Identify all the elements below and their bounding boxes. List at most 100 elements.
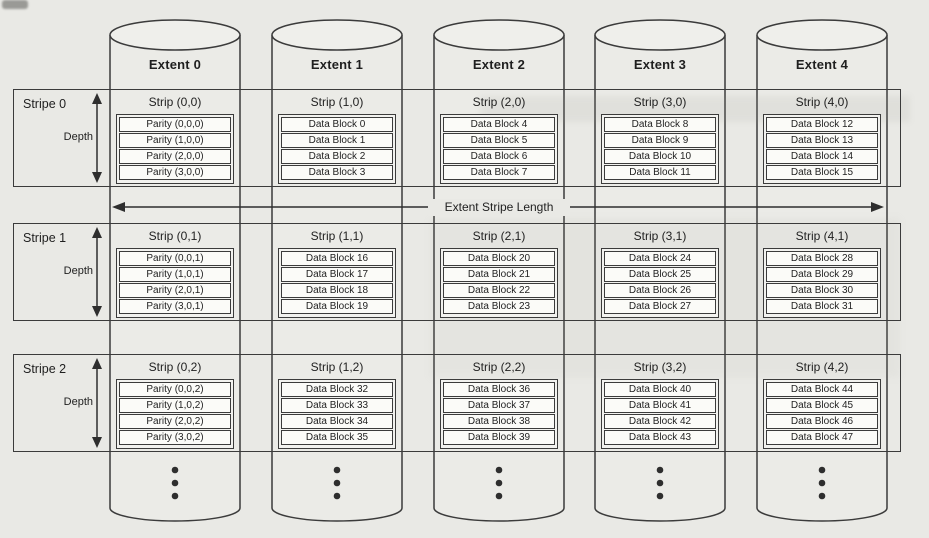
data-block: Data Block 20 — [443, 251, 555, 266]
data-block: Data Block 0 — [281, 117, 393, 132]
extent-label-0: Extent 0 — [148, 57, 202, 72]
data-block: Data Block 31 — [766, 299, 878, 314]
extent-label-2: Extent 2 — [472, 57, 526, 72]
depth-label: Depth — [63, 396, 93, 408]
strip-cell-3-0: Strip (3,0) Data Block 8 Data Block 9 Da… — [595, 89, 725, 184]
strip-title: Strip (1,2) — [310, 360, 364, 374]
depth-label: Depth — [63, 265, 93, 277]
data-block: Data Block 24 — [604, 251, 716, 266]
strip-cell-4-2: Strip (4,2) Data Block 44 Data Block 45 … — [757, 354, 887, 449]
strip-cell-3-2: Strip (3,2) Data Block 40 Data Block 41 … — [595, 354, 725, 449]
strip-title: Strip (3,0) — [633, 95, 687, 109]
data-block: Data Block 32 — [281, 382, 393, 397]
strip-title: Strip (2,1) — [472, 229, 526, 243]
strip-title: Strip (0,2) — [148, 360, 202, 374]
data-block: Data Block 11 — [604, 165, 716, 180]
data-block: Data Block 15 — [766, 165, 878, 180]
data-block: Data Block 23 — [443, 299, 555, 314]
data-block: Data Block 1 — [281, 133, 393, 148]
data-block: Data Block 43 — [604, 430, 716, 445]
block-box: Parity (0,0,1) Parity (1,0,1) Parity (2,… — [116, 248, 234, 318]
strip-cell-2-1: Strip (2,1) Data Block 20 Data Block 21 … — [434, 223, 564, 318]
data-block: Data Block 46 — [766, 414, 878, 429]
block-box: Data Block 44 Data Block 45 Data Block 4… — [763, 379, 881, 449]
data-block: Data Block 10 — [604, 149, 716, 164]
strip-cell-0-2: Strip (0,2) Parity (0,0,2) Parity (1,0,2… — [110, 354, 240, 449]
data-block: Data Block 34 — [281, 414, 393, 429]
block-box: Data Block 24 Data Block 25 Data Block 2… — [601, 248, 719, 318]
data-block: Data Block 42 — [604, 414, 716, 429]
strip-title: Strip (1,1) — [310, 229, 364, 243]
strip-title: Strip (3,2) — [633, 360, 687, 374]
data-block: Data Block 41 — [604, 398, 716, 413]
continuation-ellipsis — [171, 466, 826, 500]
data-block: Data Block 4 — [443, 117, 555, 132]
data-block: Data Block 5 — [443, 133, 555, 148]
depth-arrow-stripe0 — [92, 93, 102, 183]
data-block: Data Block 16 — [281, 251, 393, 266]
strip-title: Strip (2,2) — [472, 360, 526, 374]
data-block: Data Block 22 — [443, 283, 555, 298]
strip-cell-4-0: Strip (4,0) Data Block 12 Data Block 13 … — [757, 89, 887, 184]
data-block: Data Block 29 — [766, 267, 878, 282]
block-box: Data Block 4 Data Block 5 Data Block 6 D… — [440, 114, 558, 184]
block-box: Data Block 28 Data Block 29 Data Block 3… — [763, 248, 881, 318]
block-box: Data Block 20 Data Block 21 Data Block 2… — [440, 248, 558, 318]
data-block: Data Block 19 — [281, 299, 393, 314]
parity-block: Parity (0,0,0) — [119, 117, 231, 132]
strip-cell-4-1: Strip (4,1) Data Block 28 Data Block 29 … — [757, 223, 887, 318]
data-block: Data Block 12 — [766, 117, 878, 132]
block-box: Data Block 0 Data Block 1 Data Block 2 D… — [278, 114, 396, 184]
strip-cell-1-2: Strip (1,2) Data Block 32 Data Block 33 … — [272, 354, 402, 449]
stripe-label: Stripe 1 — [23, 231, 67, 245]
depth-label: Depth — [63, 131, 93, 143]
strip-title: Strip (3,1) — [633, 229, 687, 243]
parity-block: Parity (2,0,1) — [119, 283, 231, 298]
data-block: Data Block 40 — [604, 382, 716, 397]
block-box: Data Block 36 Data Block 37 Data Block 3… — [440, 379, 558, 449]
strip-title: Strip (4,1) — [795, 229, 849, 243]
block-box: Parity (0,0,0) Parity (1,0,0) Parity (2,… — [116, 114, 234, 184]
stripe-row-0: Stripe 0 Depth — [13, 89, 901, 187]
data-block: Data Block 30 — [766, 283, 878, 298]
data-block: Data Block 14 — [766, 149, 878, 164]
data-block: Data Block 27 — [604, 299, 716, 314]
data-block: Data Block 3 — [281, 165, 393, 180]
strip-cell-2-0: Strip (2,0) Data Block 4 Data Block 5 Da… — [434, 89, 564, 184]
parity-block: Parity (2,0,0) — [119, 149, 231, 164]
block-box: Data Block 12 Data Block 13 Data Block 1… — [763, 114, 881, 184]
data-block: Data Block 26 — [604, 283, 716, 298]
block-box: Data Block 32 Data Block 33 Data Block 3… — [278, 379, 396, 449]
strip-cell-0-1: Strip (0,1) Parity (0,0,1) Parity (1,0,1… — [110, 223, 240, 318]
strip-title: Strip (2,0) — [472, 95, 526, 109]
parity-block: Parity (1,0,0) — [119, 133, 231, 148]
data-block: Data Block 8 — [604, 117, 716, 132]
strip-cell-2-2: Strip (2,2) Data Block 36 Data Block 37 … — [434, 354, 564, 449]
data-block: Data Block 17 — [281, 267, 393, 282]
stripe-row-1: Stripe 1 Depth — [13, 223, 901, 321]
depth-arrow-stripe2 — [92, 358, 102, 448]
strip-title: Strip (0,0) — [148, 95, 202, 109]
strip-title: Strip (1,0) — [310, 95, 364, 109]
block-box: Data Block 16 Data Block 17 Data Block 1… — [278, 248, 396, 318]
strip-cell-0-0: Strip (0,0) Parity (0,0,0) Parity (1,0,0… — [110, 89, 240, 184]
parity-block: Parity (3,0,0) — [119, 165, 231, 180]
parity-block: Parity (2,0,2) — [119, 414, 231, 429]
data-block: Data Block 39 — [443, 430, 555, 445]
data-block: Data Block 18 — [281, 283, 393, 298]
extent-label-4: Extent 4 — [795, 57, 849, 72]
parity-block: Parity (3,0,2) — [119, 430, 231, 445]
extent-label-3: Extent 3 — [633, 57, 687, 72]
data-block: Data Block 44 — [766, 382, 878, 397]
data-block: Data Block 33 — [281, 398, 393, 413]
strip-cell-3-1: Strip (3,1) Data Block 24 Data Block 25 … — [595, 223, 725, 318]
strip-title: Strip (0,1) — [148, 229, 202, 243]
parity-block: Parity (0,0,2) — [119, 382, 231, 397]
stripe-label: Stripe 2 — [23, 362, 67, 376]
parity-block: Parity (3,0,1) — [119, 299, 231, 314]
strip-title: Strip (4,2) — [795, 360, 849, 374]
extent-label-1: Extent 1 — [310, 57, 364, 72]
data-block: Data Block 38 — [443, 414, 555, 429]
data-block: Data Block 6 — [443, 149, 555, 164]
